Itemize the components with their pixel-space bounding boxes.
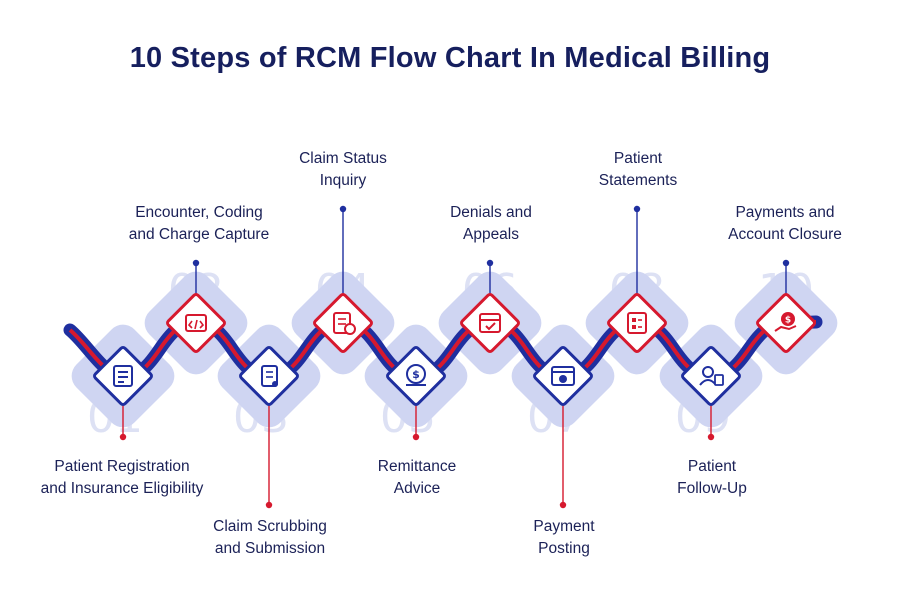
statement-icon (627, 312, 647, 334)
step-label-line2: and Submission (214, 540, 326, 557)
patient-followup-icon (699, 366, 724, 386)
step-label-line1: Claim Status (299, 150, 387, 167)
payment-window-icon (551, 366, 575, 386)
step-05-diamond: $ (386, 346, 446, 406)
step-label-line2: and Charge Capture (128, 226, 270, 243)
registration-form-icon (113, 365, 133, 387)
step-label-line1: Denials and (450, 204, 532, 221)
step-09-diamond (681, 346, 741, 406)
step-07-diamond (533, 346, 593, 406)
connector-dot-08 (633, 205, 641, 213)
page-title: 10 Steps of RCM Flow Chart In Medical Bi… (129, 42, 771, 74)
calendar-check-icon (479, 313, 501, 333)
step-label-01: Patient Registration and Insurance Eligib… (12, 456, 232, 500)
step-label-line1: Claim Scrubbing (213, 518, 327, 535)
connector-dot-09 (707, 433, 715, 441)
step-label-line1: Patient Registration (54, 458, 190, 475)
connector-dot-10 (782, 259, 790, 267)
svg-text:$: $ (412, 368, 420, 381)
connector-dot-04 (339, 205, 347, 213)
step-label-line1: Payments and (735, 204, 835, 221)
step-04-diamond (313, 293, 373, 353)
step-label-line2: Inquiry (319, 172, 367, 189)
step-label-line2: Appeals (462, 226, 519, 243)
step-diamonds: $$ (93, 293, 816, 406)
step-label-line2: Account Closure (728, 226, 842, 243)
step-label-line2: Posting (538, 540, 590, 557)
step-label-line1: Payment (533, 518, 595, 535)
step-10-diamond: $ (756, 293, 816, 353)
svg-text:$: $ (785, 316, 791, 326)
connector-dot-07 (559, 501, 567, 509)
step-label-03: Claim Scrubbing and Submission (160, 516, 380, 560)
step-label-line1: Remittance (377, 458, 457, 475)
step-label-line1: Patient (687, 458, 737, 475)
connector-dot-05 (412, 433, 420, 441)
step-label-line2: Follow-Up (677, 480, 747, 497)
step-label-line2: and Insurance Eligibility (40, 480, 204, 497)
connector-dot-02 (192, 259, 200, 267)
code-icon (185, 314, 207, 332)
step-06-diamond (460, 293, 520, 353)
connector-dot-01 (119, 433, 127, 441)
step-label-line1: Encounter, Coding (135, 204, 263, 221)
hand-coin-icon: $ (774, 312, 797, 332)
step-02-diamond (166, 293, 226, 353)
step-08-diamond (607, 293, 667, 353)
connector-dot-06 (486, 259, 494, 267)
money-advice-icon: $ (406, 364, 426, 386)
status-document-icon (333, 312, 356, 335)
step-03-diamond (239, 346, 299, 406)
connector-dot-03 (265, 501, 273, 509)
step-label-line2: Advice (393, 480, 441, 497)
step-01-diamond (93, 346, 153, 406)
step-label-line1: Patient (613, 150, 663, 167)
claim-scroll-icon (261, 365, 278, 387)
step-label-02: Encounter, Coding and Charge Capture (89, 202, 309, 246)
step-label-line2: Statements (598, 172, 678, 189)
